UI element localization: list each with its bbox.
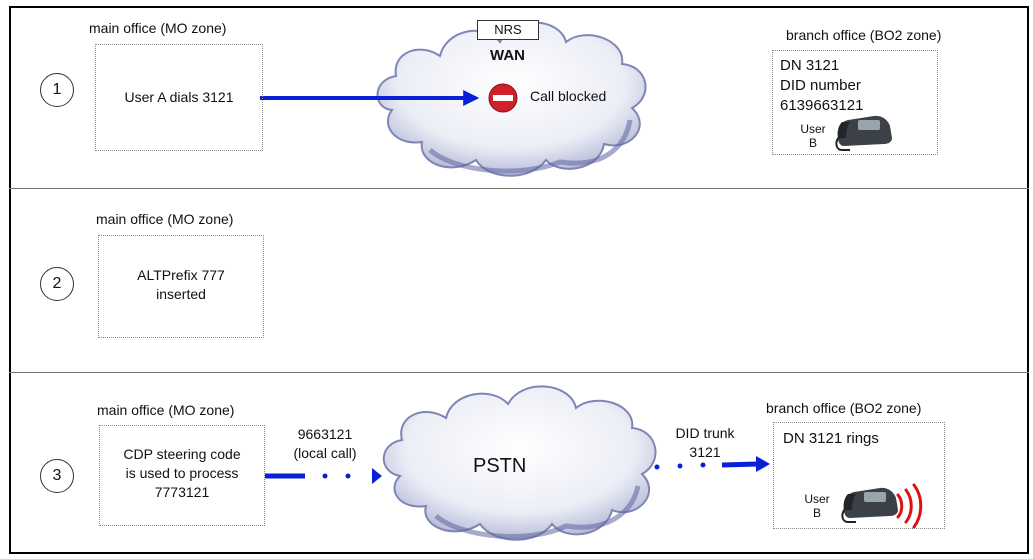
mo-text-3-line1: CDP steering code [123, 446, 241, 462]
step-circle-3: 3 [40, 459, 74, 493]
mo-box-1 [95, 44, 263, 151]
mo-text-1: User A dials 3121 [124, 89, 234, 105]
mo-label-2: main office (MO zone) [96, 211, 234, 227]
pstn-label: PSTN [473, 455, 527, 477]
mo-box-2 [98, 235, 264, 338]
local-call-note: (local call) [293, 445, 357, 461]
mo-text-2-line2: inserted [156, 286, 206, 302]
pstn-cloud [382, 385, 657, 541]
mo-text-2: ALTPrefix 777 inserted [98, 266, 264, 304]
bo-did-number: 6139663121 [780, 97, 864, 114]
wan-label: WAN [490, 47, 525, 64]
local-call-arrow [265, 468, 382, 484]
mo-label-1: main office (MO zone) [89, 20, 227, 36]
mo-text-3-line3: 7773121 [154, 484, 210, 500]
bo-rings-text: DN 3121 rings [783, 430, 879, 447]
user-label-line2: B [812, 506, 821, 520]
user-label-line1: User [804, 492, 830, 506]
step-circle-1: 1 [40, 73, 74, 107]
section-divider-1 [9, 188, 1029, 189]
user-label-line2: B [808, 136, 817, 150]
did-trunk-label: DID trunk 3121 [660, 424, 750, 462]
did-trunk-arrow [654, 456, 770, 472]
bo-label-3: branch office (BO2 zone) [766, 400, 922, 416]
mo-label-3: main office (MO zone) [97, 402, 235, 418]
call-blocked-label: Call blocked [530, 88, 607, 104]
bo-dn-1: DN 3121 [780, 57, 840, 74]
user-label-line1: User [800, 122, 826, 136]
local-call-label: 9663121 (local call) [270, 425, 380, 463]
bo-box-1 [772, 50, 938, 155]
nrs-box: NRS [477, 20, 539, 40]
bo-did-label: DID number [780, 77, 861, 94]
did-trunk-number: 3121 [689, 444, 721, 460]
call-blocked-icon [488, 83, 518, 113]
step-circle-2: 2 [40, 267, 74, 301]
bo-box-3 [773, 422, 945, 529]
ringing-icon [896, 483, 923, 529]
mo-text-2-line1: ALTPrefix 777 [137, 267, 225, 283]
bo-label-1: branch office (BO2 zone) [786, 27, 942, 43]
user-b-label-3: User B [800, 492, 834, 520]
local-call-number: 9663121 [297, 426, 353, 442]
user-b-label-1: User B [798, 122, 828, 150]
mo-text-3: CDP steering code is used to process 777… [99, 445, 265, 502]
mo-box-3 [99, 425, 265, 526]
mo-text-3-line2: is used to process [125, 465, 239, 481]
section-divider-2 [9, 372, 1029, 373]
did-trunk-text: DID trunk [675, 425, 735, 441]
